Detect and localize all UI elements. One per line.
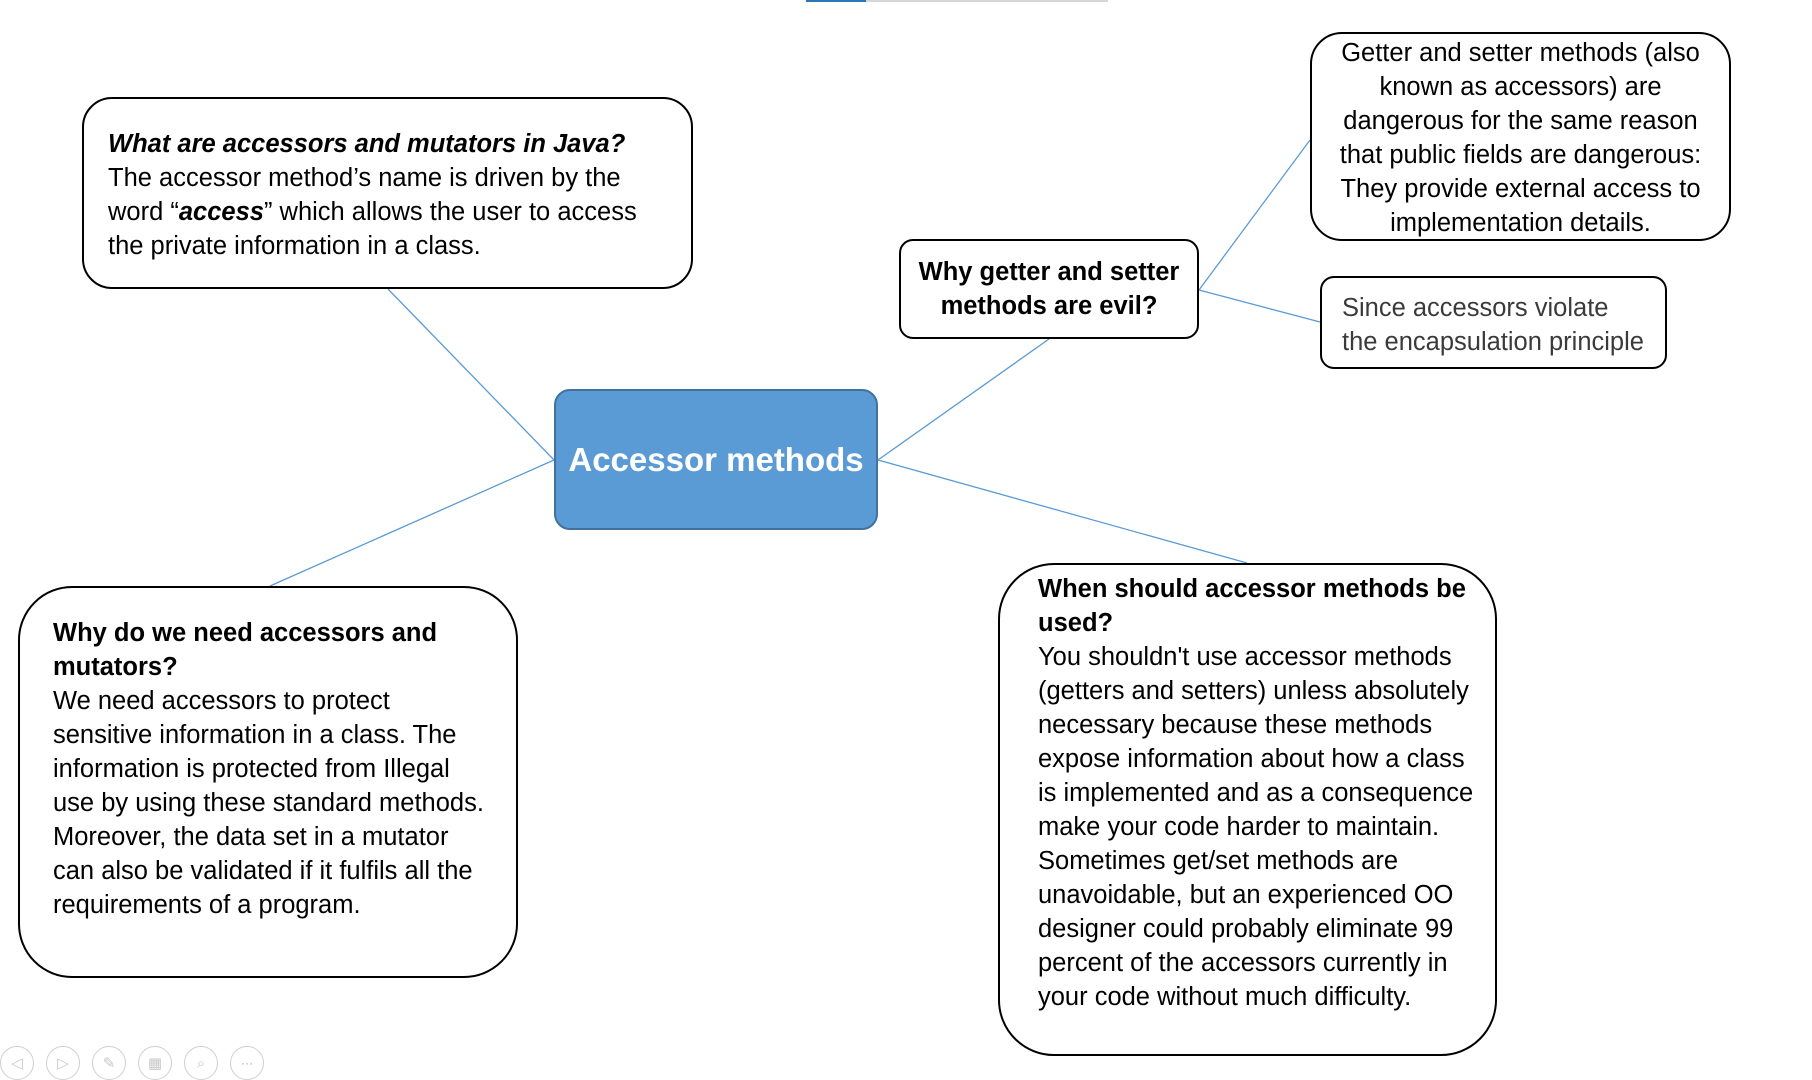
node-getter-text: Getter and setter methods (also known as… [1339,39,1702,237]
node-why-need-text: We need accessors to protect sensitive i… [53,687,484,919]
central-topic-label: Accessor methods [568,440,864,478]
previous-slide-button[interactable]: ◁ [0,1046,34,1080]
zoom-button[interactable]: ⌕ [184,1046,218,1080]
connector-what [387,288,555,461]
node-getter-setter-dangerous: Getter and setter methods (also known as… [1310,32,1731,241]
node-why-evil: Why getter and setter methods are evil? [899,239,1199,339]
slides-grid-icon: ▦ [147,1054,163,1072]
node-when-used: When should accessor methods be used? Yo… [998,563,1497,1056]
pen-tool-button[interactable]: ✎ [92,1046,126,1080]
slide-progress-fill [806,0,866,2]
node-why-need-question: Why do we need accessors and mutators? [53,619,438,681]
magnifier-icon: ⌕ [196,1054,206,1072]
next-slide-button[interactable]: ▷ [46,1046,80,1080]
node-when-text: You shouldn't use accessor methods (gett… [1038,643,1474,1011]
next-icon: ▷ [57,1054,69,1072]
node-what-question: What are accessors and mutators in Java? [108,130,626,158]
connector-evil [877,338,1050,461]
node-encap-text: Since accessors violate the encapsulatio… [1342,294,1644,356]
connector-encap [1198,289,1321,323]
node-when-question: When should accessor methods be used? [1038,575,1466,637]
central-topic: Accessor methods [554,389,878,530]
slide-progress-bar [806,0,1108,2]
node-what-are-accessors: What are accessors and mutators in Java?… [82,97,693,289]
connector-when [877,459,1248,564]
connector-getter [1198,139,1311,291]
pen-icon: ✎ [102,1054,116,1072]
node-what-text-after: ” which allows the user to access the pr… [108,198,637,260]
slideshow-toolbar: ◁ ▷ ✎ ▦ ⌕ ∙∙∙ [0,1046,264,1080]
more-icon: ∙∙∙ [240,1054,254,1072]
previous-icon: ◁ [11,1054,23,1072]
more-options-button[interactable]: ∙∙∙ [230,1046,264,1080]
node-encapsulation: Since accessors violate the encapsulatio… [1320,276,1667,369]
node-what-emphasis: access [178,198,264,226]
node-what-text-before: The accessor method’s name is driven by … [108,164,621,226]
node-why-evil-label: Why getter and setter methods are evil? [918,258,1180,320]
see-all-slides-button[interactable]: ▦ [138,1046,172,1080]
node-why-need-accessors: Why do we need accessors and mutators? W… [18,586,518,978]
connector-why-need [269,459,555,587]
